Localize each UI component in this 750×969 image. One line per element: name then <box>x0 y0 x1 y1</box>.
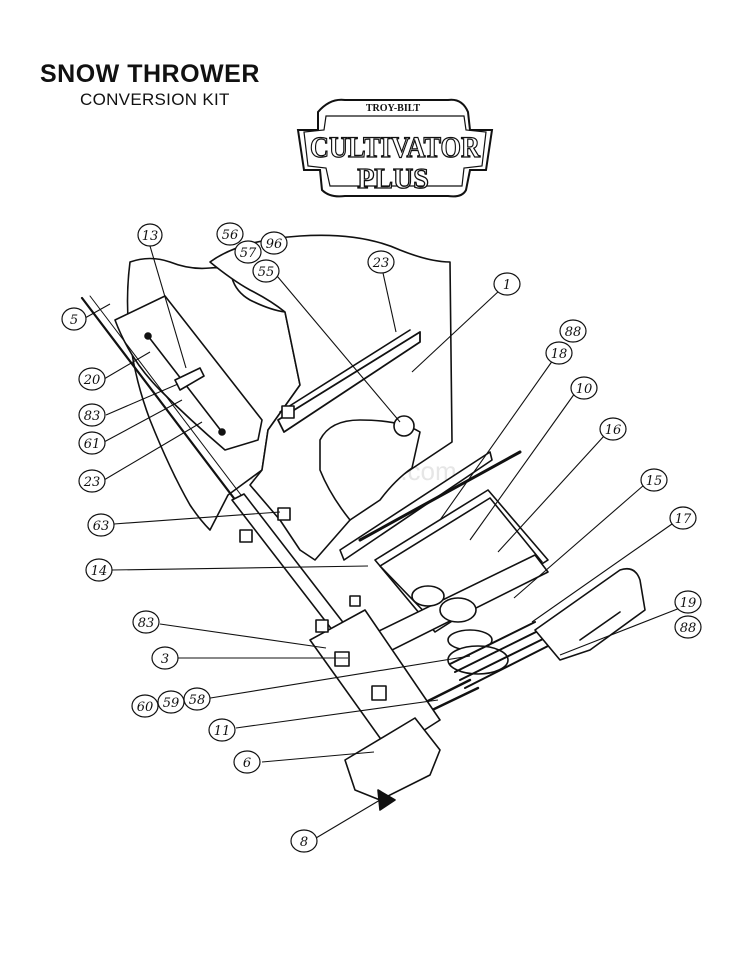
callout-18: 18 <box>545 341 573 365</box>
callouts: 13 5 20 83 61 23 63 14 56 57 96 55 23 1 … <box>61 222 702 853</box>
callout-3-label: 3 <box>161 652 169 667</box>
auger-coil <box>449 621 549 689</box>
leader-lines <box>84 245 681 839</box>
end-bracket <box>309 609 441 753</box>
callout-13-label: 13 <box>142 229 159 244</box>
callout-17: 17 <box>669 506 697 530</box>
callout-11-label: 11 <box>214 724 231 739</box>
callout-83-lower: 83 <box>132 610 160 634</box>
callout-88-right-label: 88 <box>680 621 697 636</box>
callout-88-right: 88 <box>674 615 702 639</box>
right-tube <box>534 567 646 661</box>
callout-13: 13 <box>137 223 163 247</box>
callout-61: 61 <box>78 431 106 455</box>
page-subtitle: CONVERSION KIT <box>80 90 230 109</box>
callout-59-label: 59 <box>163 696 180 711</box>
callout-23-top-label: 23 <box>372 256 390 271</box>
callout-23-left: 23 <box>78 469 106 493</box>
callout-10-label: 10 <box>576 382 593 397</box>
callout-88-top-label: 88 <box>565 325 582 340</box>
callout-60-label: 60 <box>137 700 154 715</box>
callout-14: 14 <box>85 558 113 582</box>
callout-19-label: 19 <box>680 596 697 611</box>
callout-56: 56 <box>216 222 244 246</box>
callout-18-label: 18 <box>551 347 568 362</box>
callout-59: 59 <box>157 690 185 714</box>
assembly-drawing <box>80 234 646 811</box>
callout-23-left-label: 23 <box>83 475 101 490</box>
callout-83-lower-label: 83 <box>138 616 155 631</box>
logo-brand-text: TROY-BILT <box>366 103 421 114</box>
brand-logo: TROY-BILT CULTIVATOR PLUS <box>296 98 494 198</box>
callout-83-upper-label: 83 <box>84 409 101 424</box>
callout-15-label: 15 <box>646 474 663 489</box>
callout-10: 10 <box>570 376 598 400</box>
callout-55: 55 <box>252 259 280 283</box>
callout-6-label: 6 <box>243 756 251 771</box>
callout-1-label: 1 <box>503 278 511 293</box>
callout-88-top: 88 <box>559 319 587 343</box>
callout-1: 1 <box>493 272 521 296</box>
callout-20-label: 20 <box>83 373 101 388</box>
logo-product-text: CULTIVATOR <box>310 131 480 164</box>
callout-19: 19 <box>674 590 702 614</box>
callout-58-label: 58 <box>189 693 206 708</box>
callout-96: 96 <box>260 231 288 255</box>
callout-60: 60 <box>131 694 159 718</box>
callout-57: 57 <box>234 240 262 264</box>
callout-63: 63 <box>87 513 115 537</box>
callout-6: 6 <box>233 750 261 774</box>
callout-55-label: 55 <box>258 265 275 280</box>
deflector-plate <box>277 331 421 433</box>
callout-14-label: 14 <box>91 564 108 579</box>
callout-8: 8 <box>290 829 318 853</box>
callout-15: 15 <box>640 468 668 492</box>
end-cap <box>344 717 441 801</box>
callout-56-label: 56 <box>222 228 239 243</box>
callout-5: 5 <box>61 307 87 331</box>
callout-58: 58 <box>183 687 211 711</box>
chute-opening <box>319 419 421 521</box>
callout-11: 11 <box>208 718 236 742</box>
callout-61-label: 61 <box>84 437 101 452</box>
callout-5-label: 5 <box>70 313 78 328</box>
page-title: SNOW THROWER <box>40 60 260 88</box>
callout-57-label: 57 <box>240 246 257 261</box>
logo-plus-text: PLUS <box>357 164 429 195</box>
callout-8-label: 8 <box>300 835 308 850</box>
callout-23-top: 23 <box>367 250 395 274</box>
callout-3: 3 <box>151 646 179 670</box>
callout-20: 20 <box>78 367 106 391</box>
callout-63-label: 63 <box>93 519 110 534</box>
callout-17-label: 17 <box>675 512 692 527</box>
callout-96-label: 96 <box>266 237 283 252</box>
callout-83-upper: 83 <box>78 403 106 427</box>
callout-16-label: 16 <box>605 423 622 438</box>
callout-16: 16 <box>599 417 627 441</box>
